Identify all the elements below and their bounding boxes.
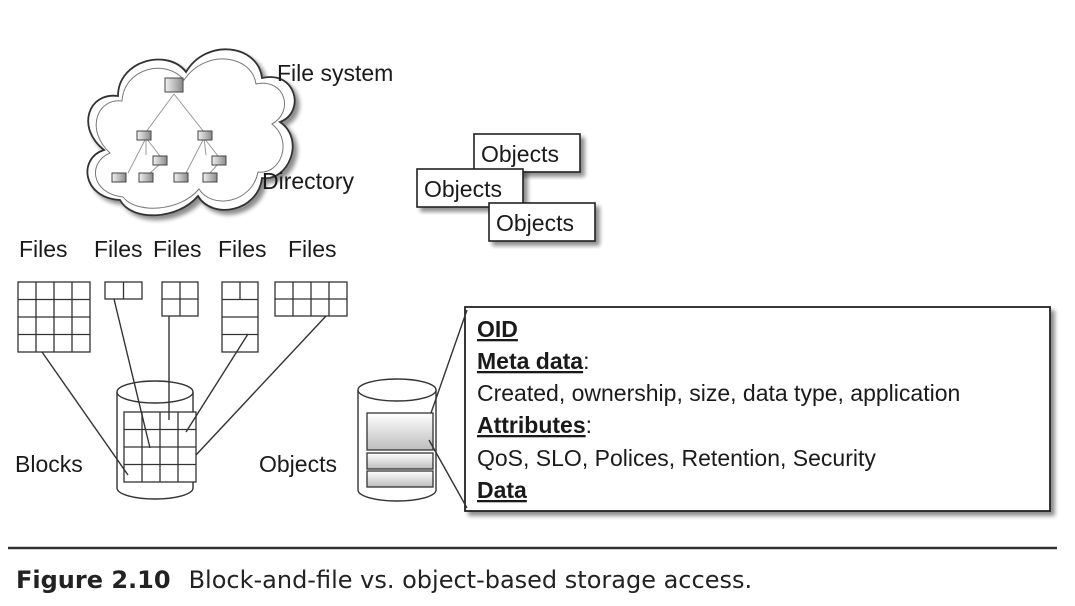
object-detail-box: OID Meta data: Created, ownership, size,… (464, 306, 1051, 512)
files-label-2: Files (94, 236, 143, 262)
attributes-label: Attributes (477, 412, 586, 438)
object-slab (366, 452, 434, 470)
tree-node (136, 130, 152, 141)
objects-box-top (473, 133, 581, 173)
blocks-label: Blocks (15, 451, 83, 477)
tree-node (173, 172, 189, 183)
objects-storage-label: Objects (259, 451, 337, 477)
file-grid-5 (274, 281, 348, 317)
file-grid-3 (161, 281, 199, 317)
objects-box-middle-label: Objects (424, 176, 502, 202)
figure-number: Figure 2.10 (16, 566, 171, 594)
objects-box-bottom-label: Objects (496, 210, 574, 236)
object-slabs (366, 412, 434, 488)
object-slab (366, 470, 434, 488)
files-label-4: Files (218, 236, 267, 262)
meta-data-heading: Meta data: (477, 348, 589, 374)
objects-box-top-label: Objects (481, 141, 559, 167)
tree-node (202, 172, 218, 183)
tree-node (111, 172, 127, 183)
file-grid-4 (221, 281, 259, 353)
tree-node (197, 130, 213, 141)
tree-node (211, 155, 227, 166)
storage-access-diagram: File system Directory Files Files Files … (8, 48, 1057, 550)
meta-data-label: Meta data (477, 348, 583, 374)
file-grid-1 (17, 281, 91, 353)
tree-node (138, 172, 154, 183)
object-to-detail-connectors (428, 309, 468, 509)
tree-node (152, 155, 168, 166)
files-label-5: Files (288, 236, 337, 262)
data-label: Data (477, 477, 527, 503)
file-system-label: File system (277, 60, 393, 86)
directory-label: Directory (262, 168, 355, 194)
figure-caption: Figure 2.10 Block-and-file vs. object-bas… (16, 566, 752, 594)
directory-nodes (111, 77, 227, 183)
objects-box-middle (416, 168, 524, 208)
objects-box-bottom (488, 202, 596, 242)
block-grid (123, 411, 197, 483)
object-slab (366, 412, 434, 451)
files-label-1: Files (19, 236, 68, 262)
stacked-objects: Objects Objects Objects (416, 133, 596, 242)
attributes-values: QoS, SLO, Polices, Retention, Security (477, 445, 876, 471)
attributes-heading: Attributes: (477, 412, 592, 438)
meta-data-values: Created, ownership, size, data type, app… (477, 380, 960, 406)
attributes-colon: : (586, 412, 592, 438)
oid-label: OID (477, 316, 518, 342)
directory-tree (127, 93, 219, 174)
file-to-block-connectors (41, 298, 327, 476)
tree-node-root (164, 77, 184, 93)
meta-data-colon: : (583, 348, 589, 374)
files-label-3: Files (153, 236, 202, 262)
file-grid-2 (104, 281, 143, 300)
figure-caption-text: Block-and-file vs. object-based storage … (188, 566, 753, 594)
